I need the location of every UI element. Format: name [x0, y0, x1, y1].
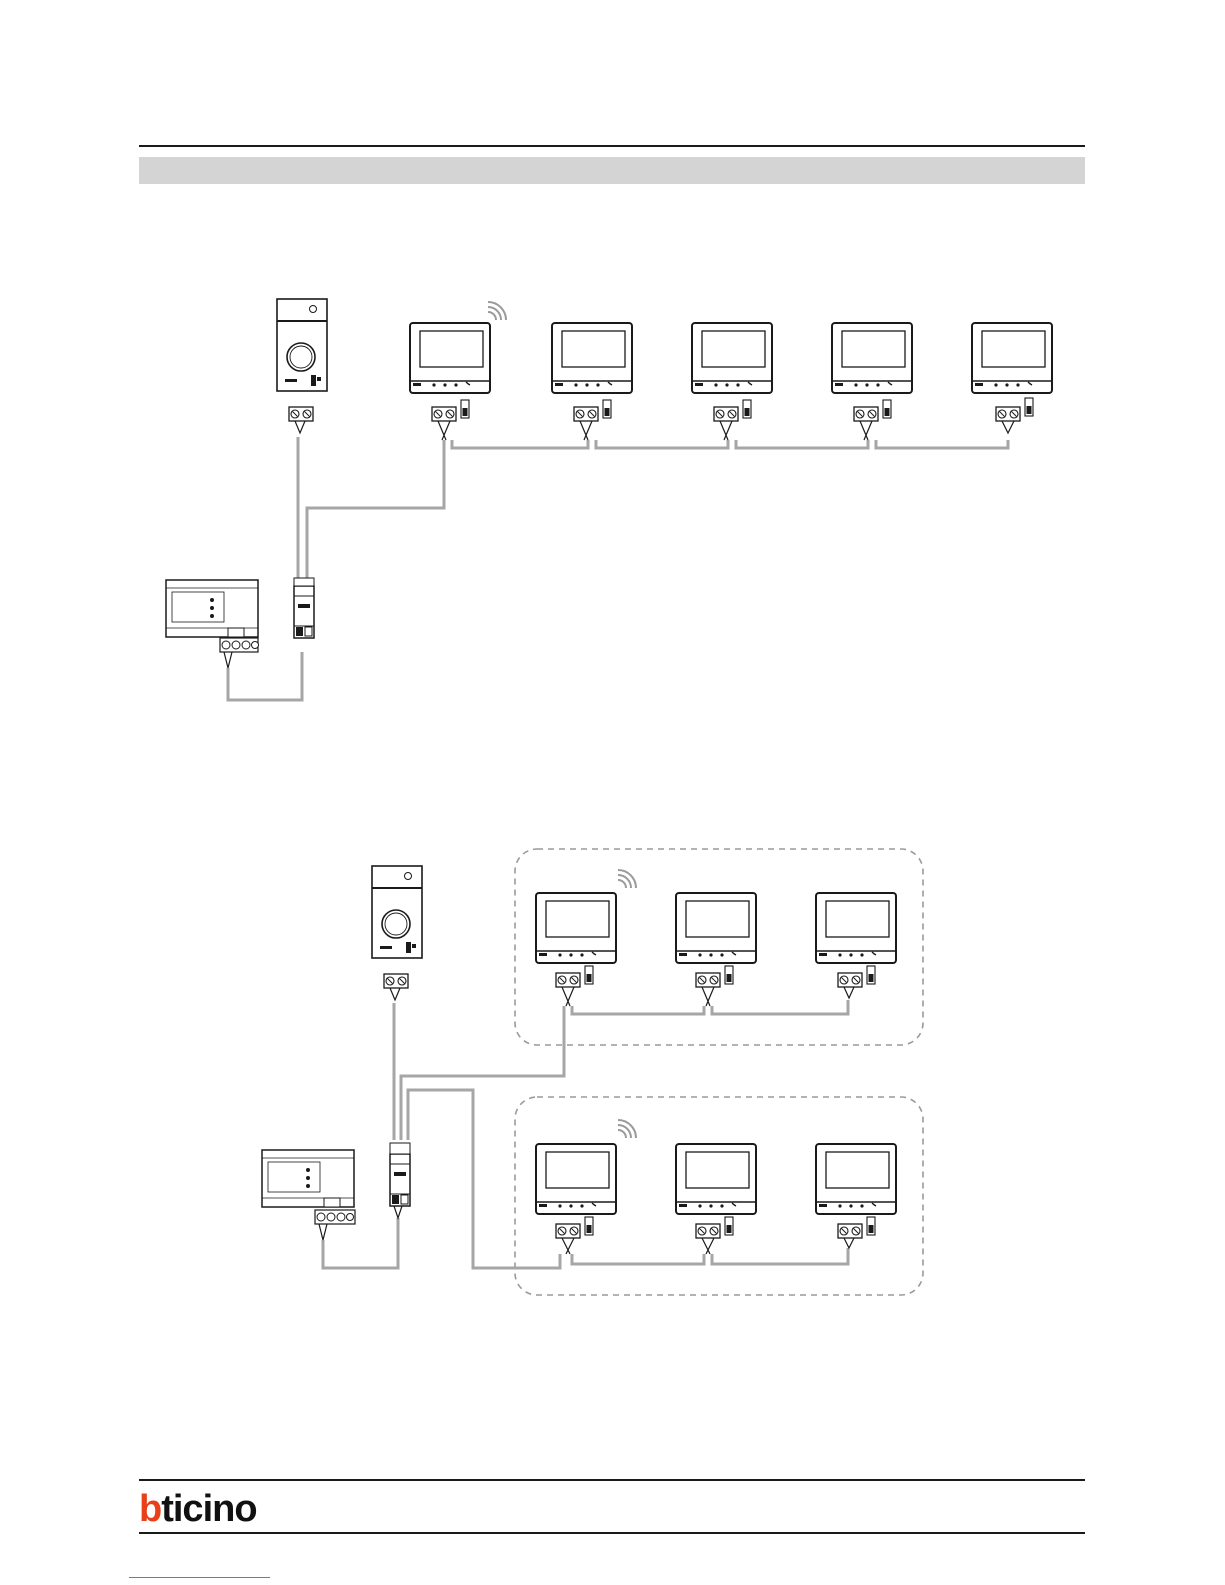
entrance-panel-1-terminal	[289, 407, 313, 421]
footer-rule-top	[139, 1479, 1085, 1481]
brand-prefix: b	[139, 1490, 161, 1526]
zone-1-monitors	[536, 893, 896, 1006]
bus-interface-2	[390, 1154, 410, 1206]
power-supply-1	[166, 580, 258, 637]
zone-2-monitors	[536, 1144, 896, 1254]
diagram-2	[262, 849, 923, 1295]
footer-link[interactable]	[129, 1577, 270, 1578]
entrance-panel-1	[277, 299, 327, 391]
footer-rule-bottom	[139, 1532, 1085, 1534]
wifi-icon	[488, 302, 506, 320]
wifi-icon	[618, 1120, 636, 1138]
wifi-icon	[618, 870, 636, 888]
entrance-panel-2-terminal	[384, 974, 408, 988]
brand-rest: ticino	[161, 1490, 256, 1526]
entrance-panel-2	[372, 866, 422, 958]
bus-interface-1	[294, 586, 314, 638]
svg-text:bticino: bticino	[139, 1490, 257, 1526]
monitor-row-1	[410, 323, 1052, 440]
bticino-logo-icon: bticino	[139, 1490, 281, 1526]
diagram-1	[166, 299, 1052, 700]
diagram-1-wires	[228, 437, 1008, 700]
power-supply-2	[262, 1150, 354, 1207]
